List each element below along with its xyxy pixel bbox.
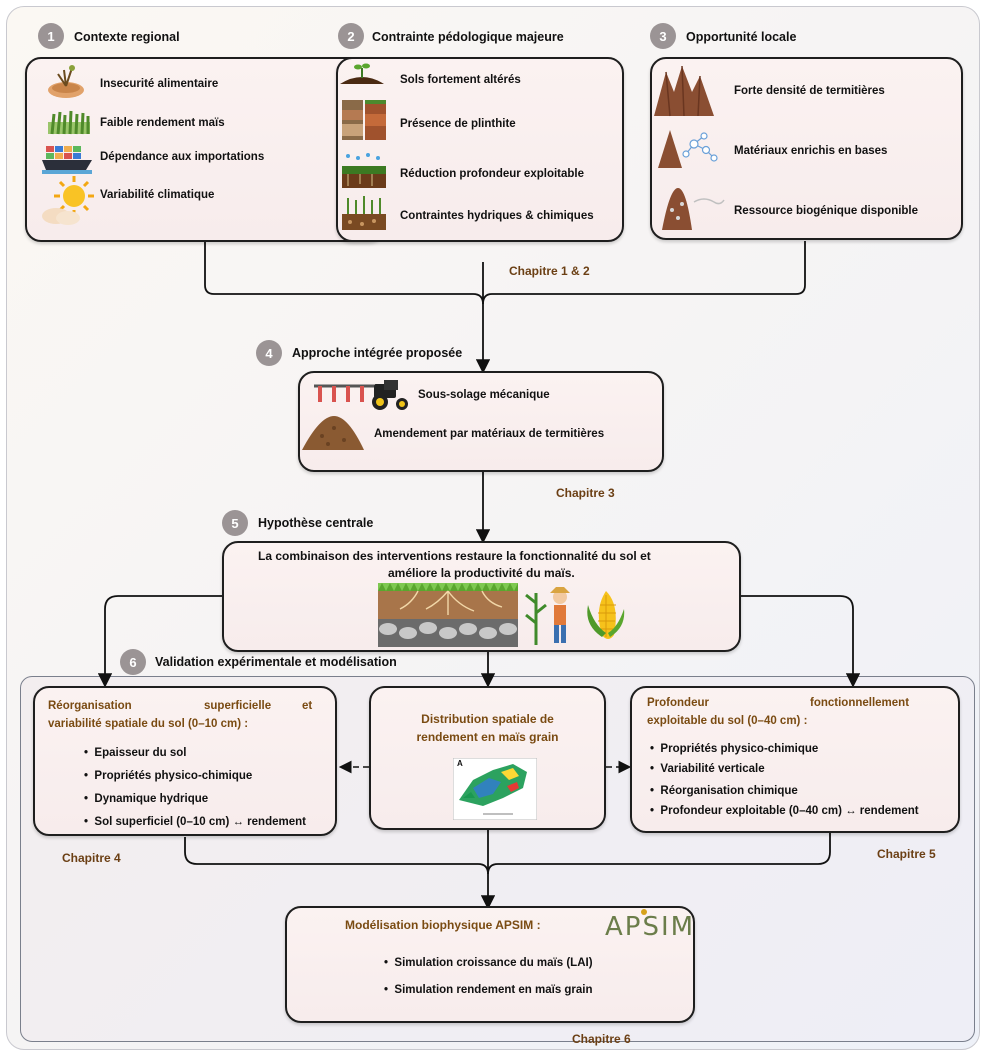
subsoiler-tractor-icon [314,380,408,410]
soil-item-2: Présence de plinthite [400,118,516,130]
apsim-bullet-2: • Simulation rendement en maïs grain [384,984,593,996]
crop-soil-icon [342,196,386,230]
left-bullet-4: • Sol superficiel (0–10 cm) ↔ rendement [84,816,306,828]
left-bullet-2: • Propriétés physico-chimique [84,770,253,782]
section-4-title: Approche intégrée proposée [292,346,463,360]
yield-map-icon [453,758,537,820]
right-title-a: Profondeur [647,697,709,709]
approach-item-1: Sous-solage mécanique [418,389,550,401]
soil-constraint-box [336,57,624,242]
left-title-b: superficielle [204,700,272,712]
right-title-line-2: exploitable du sol (0–40 cm) : [647,715,808,727]
right-bullet-2-text: Variabilité verticale [660,763,765,775]
section-3-badge: 3 [650,23,676,49]
context-item-2: Faible rendement maïs [100,117,225,129]
section-6-title: Validation expérimentale et modélisation [155,655,397,669]
left-bullet-2-text: Propriétés physico-chimique [94,770,253,782]
right-title-b: fonctionnellement [810,697,910,709]
approach-box [298,371,664,472]
left-bullet-3-text: Dynamique hydrique [94,793,209,805]
context-item-4: Variabilité climatique [100,189,215,201]
soil-item-3: Réduction profondeur exploitable [400,168,585,180]
right-bullet-4-text: Profondeur exploitable (0–40 cm) ↔ rende… [660,805,919,817]
section-3-title: Opportunité locale [686,30,797,44]
middle-title-line-2: rendement en maïs grain [416,730,559,744]
apsim-logo: APSIM [605,912,696,942]
section-1-badge: 1 [38,23,64,49]
apsim-bullet-1: • Simulation croissance du maïs (LAI) [384,957,593,969]
section-5-title: Hypothèse centrale [258,516,374,530]
right-bullet-4: • Profondeur exploitable (0–40 cm) ↔ ren… [650,805,919,817]
section-2-title: Contrainte pédologique majeure [372,30,564,44]
apsim-title: Modélisation biophysique APSIM : [345,918,541,932]
chapter-1-2-label: Chapitre 1 & 2 [509,264,590,278]
soil-sprout-icon [340,63,384,84]
right-bullet-1: • Propriétés physico-chimique [650,743,819,755]
section-5-badge: 5 [222,510,248,536]
chapter-6-label: Chapitre 6 [572,1032,631,1046]
apsim-bullet-1-text: Simulation croissance du maïs (LAI) [394,957,593,969]
soil-pile-icon [302,416,364,450]
section-1-title: Contexte regional [74,30,180,44]
left-bullet-3: • Dynamique hydrique [84,793,209,805]
left-bullet-4-text: Sol superficiel (0–10 cm) ↔ rendement [94,816,306,828]
soil-item-4: Contraintes hydriques & chimiques [400,210,594,222]
left-bullet-1: • Epaisseur du sol [84,747,187,759]
right-bullet-2: • Variabilité verticale [650,763,765,775]
context-item-1: Insecurité alimentaire [100,78,219,90]
right-bullet-3: • Réorganisation chimique [650,785,798,797]
chapter-4-label: Chapitre 4 [62,851,121,865]
cargo-ship-icon [42,146,92,174]
opportunity-item-3: Ressource biogénique disponible [734,205,919,217]
chapter-5-label: Chapitre 5 [877,847,936,861]
right-bullet-3-text: Réorganisation chimique [660,785,798,797]
rain-soil-icon [342,153,386,188]
context-box [25,57,385,242]
opportunity-item-2: Matériaux enrichis en bases [734,145,888,157]
opportunity-item-1: Forte densité de termitières [734,85,885,97]
enriched-mound-icon [658,130,718,168]
farmer-maize-icon [525,587,570,645]
termite-mounds-icon [654,65,714,117]
soil-roots-icon [378,583,518,647]
left-title-a: Réorganisation [48,700,132,712]
hypothesis-line-2: améliore la productivité du maïs. [388,566,575,580]
section-2-badge: 2 [338,23,364,49]
context-item-3: Dépendance aux importations [100,151,265,163]
sun-cloud-icon [42,176,94,225]
biogenic-mound-icon [662,188,725,230]
approach-item-2: Amendement par matériaux de termitières [374,428,605,440]
left-bullet-1-text: Epaisseur du sol [94,747,187,759]
maize-field-icon [48,110,90,135]
section-6-badge: 6 [120,649,146,675]
surface-reorganisation-box [33,686,337,836]
soil-item-1: Sols fortement altérés [400,74,521,86]
apsim-model-box [285,906,695,1023]
corn-cob-icon [587,591,625,639]
apsim-logo-accent [641,909,647,915]
left-title-c: et [302,700,313,712]
right-bullet-1-text: Propriétés physico-chimique [660,743,819,755]
hunger-icon [48,65,84,98]
hypothesis-line-1: La combinaison des interventions restaur… [258,549,651,563]
left-title-line-2: variabilité spatiale du sol (0–10 cm) : [48,718,249,730]
apsim-bullet-2-text: Simulation rendement en maïs grain [394,984,593,996]
section-4-badge: 4 [256,340,282,366]
chapter-3-label: Chapitre 3 [556,486,615,500]
middle-title-line-1: Distribution spatiale de [421,712,554,726]
plinthite-profile-icon [342,100,386,140]
exploitable-depth-box [630,686,960,833]
map-label-a: A [457,759,463,768]
